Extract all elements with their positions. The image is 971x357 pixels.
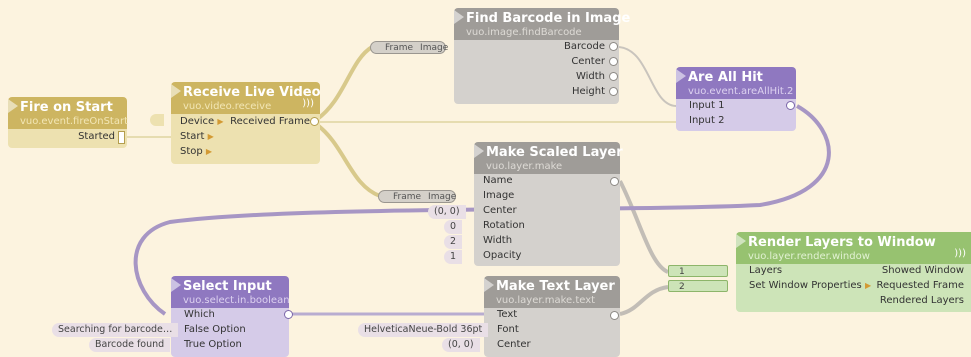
wire-frame-to-find-barcode[interactable] xyxy=(314,45,374,122)
constant-true-option[interactable]: Barcode found xyxy=(89,338,171,352)
node-flag-icon xyxy=(676,69,686,83)
node-flag-icon xyxy=(171,278,181,292)
port-center[interactable]: Center xyxy=(497,339,531,350)
wire-barcode-to-input1[interactable] xyxy=(618,46,677,107)
output-event-icon[interactable] xyxy=(118,131,125,144)
node-title: Select Input xyxy=(183,279,272,294)
port-height[interactable]: Height xyxy=(571,86,605,97)
constant-false-option[interactable]: Searching for barcode… xyxy=(52,323,179,337)
wire-text-layer-to-list[interactable] xyxy=(619,285,669,316)
port-started[interactable]: Started xyxy=(78,131,115,142)
node-class: vuo.event.areAllHit.2 xyxy=(688,86,794,97)
node-title: Fire on Start xyxy=(20,100,113,115)
node-render-layers[interactable]: Render Layers to Window vuo.layer.render… xyxy=(736,232,971,312)
node-flag-icon xyxy=(474,144,484,158)
port-barcode-dot[interactable] xyxy=(609,42,618,51)
constant-scaled-center[interactable]: (0, 0) xyxy=(428,205,466,219)
port-width[interactable]: Width xyxy=(483,235,513,246)
port-width[interactable]: Width xyxy=(575,71,605,82)
port-which[interactable]: Which xyxy=(184,309,215,320)
port-device[interactable]: Device ▶ xyxy=(180,116,224,127)
node-make-scaled-layer[interactable]: Make Scaled Layer vuo.layer.make Name Im… xyxy=(474,142,623,266)
port-rotation[interactable]: Rotation xyxy=(483,220,525,231)
port-font[interactable]: Font xyxy=(497,324,519,335)
port-false-option[interactable]: False Option xyxy=(184,324,246,335)
port-stop[interactable]: Stop ▶ xyxy=(180,146,213,157)
port-true-option[interactable]: True Option xyxy=(184,339,242,350)
constant-width[interactable]: 2 xyxy=(444,235,463,249)
node-class: vuo.video.receive xyxy=(183,101,272,112)
port-received-frame[interactable]: Received Frame xyxy=(230,116,310,127)
node-class: vuo.layer.make.text xyxy=(496,295,596,306)
node-class: vuo.event.fireOnStart xyxy=(20,116,129,127)
wire-frame-to-scaled-layer[interactable] xyxy=(314,122,381,198)
port-image[interactable]: Image xyxy=(483,190,515,201)
constant-text-center[interactable]: (0, 0) xyxy=(442,338,480,352)
node-flag-icon xyxy=(171,84,181,98)
constant-font[interactable]: HelveticaNeue-Bold 36pt xyxy=(358,323,489,337)
port-text[interactable]: Text xyxy=(497,309,518,320)
node-receive-live-video[interactable]: Receive Live Video vuo.video.receive )))… xyxy=(171,82,321,164)
port-input-1[interactable]: Input 1 xyxy=(689,100,725,111)
node-flag-icon xyxy=(736,234,746,248)
port-received-frame-dot[interactable] xyxy=(310,117,319,126)
wire-scaled-layer-to-list[interactable] xyxy=(618,180,669,274)
port-center-dot[interactable] xyxy=(609,57,618,66)
port-layer-dot[interactable] xyxy=(610,177,619,186)
node-title: Are All Hit xyxy=(688,70,763,85)
node-title: Make Scaled Layer xyxy=(486,145,623,160)
node-title: Render Layers to Window xyxy=(748,235,936,250)
node-class: vuo.select.in.boolean xyxy=(183,295,290,306)
port-requested-frame[interactable]: Requested Frame xyxy=(876,280,964,291)
layer-list-item-2[interactable]: 2 xyxy=(668,280,728,292)
node-class: vuo.image.findBarcode xyxy=(466,27,582,38)
port-layers[interactable]: Layers xyxy=(749,265,783,276)
node-select-input[interactable]: Select Input vuo.select.in.boolean Which… xyxy=(171,276,293,357)
constant-rotation[interactable]: 0 xyxy=(444,220,463,234)
node-class: vuo.layer.render.window xyxy=(748,251,870,262)
port-barcode[interactable]: Barcode xyxy=(564,41,605,52)
device-input-wedge[interactable] xyxy=(150,114,164,126)
port-set-window-properties[interactable]: Set Window Properties ▶ xyxy=(749,280,872,291)
port-input-2[interactable]: Input 2 xyxy=(689,115,725,126)
node-title: Find Barcode in Image xyxy=(466,11,631,26)
port-center[interactable]: Center xyxy=(483,205,517,216)
node-title: Make Text Layer xyxy=(496,279,615,294)
port-rendered-layers[interactable]: Rendered Layers xyxy=(879,295,964,306)
node-flag-icon xyxy=(8,99,18,113)
node-find-barcode[interactable]: Find Barcode in Image vuo.image.findBarc… xyxy=(454,8,631,104)
constant-opacity[interactable]: 1 xyxy=(444,250,463,264)
node-class: vuo.layer.make xyxy=(486,161,563,172)
port-output-dot[interactable] xyxy=(284,310,293,319)
port-showed-window[interactable]: Showed Window xyxy=(881,265,964,276)
port-width-dot[interactable] xyxy=(609,72,618,81)
node-are-all-hit[interactable]: Are All Hit vuo.event.areAllHit.2 Input … xyxy=(676,67,796,131)
wireless-broadcast-icon: ))) xyxy=(954,248,966,259)
node-make-text-layer[interactable]: Make Text Layer vuo.layer.make.text Text… xyxy=(484,276,620,357)
wireless-broadcast-icon: ))) xyxy=(302,98,314,109)
port-text-layer-dot[interactable] xyxy=(610,311,619,320)
port-all-hit-dot[interactable] xyxy=(786,101,795,110)
port-opacity[interactable]: Opacity xyxy=(483,250,522,261)
node-fire-on-start[interactable]: Fire on Start vuo.event.fireOnStart Star… xyxy=(8,97,129,148)
node-flag-icon xyxy=(484,278,494,292)
layer-list-item-1[interactable]: 1 xyxy=(668,265,728,277)
port-name[interactable]: Name xyxy=(483,175,513,186)
port-start[interactable]: Start ▶ xyxy=(180,131,214,142)
node-flag-icon xyxy=(454,10,464,24)
port-height-dot[interactable] xyxy=(609,87,618,96)
node-title: Receive Live Video xyxy=(183,85,321,100)
port-center[interactable]: Center xyxy=(571,56,605,67)
